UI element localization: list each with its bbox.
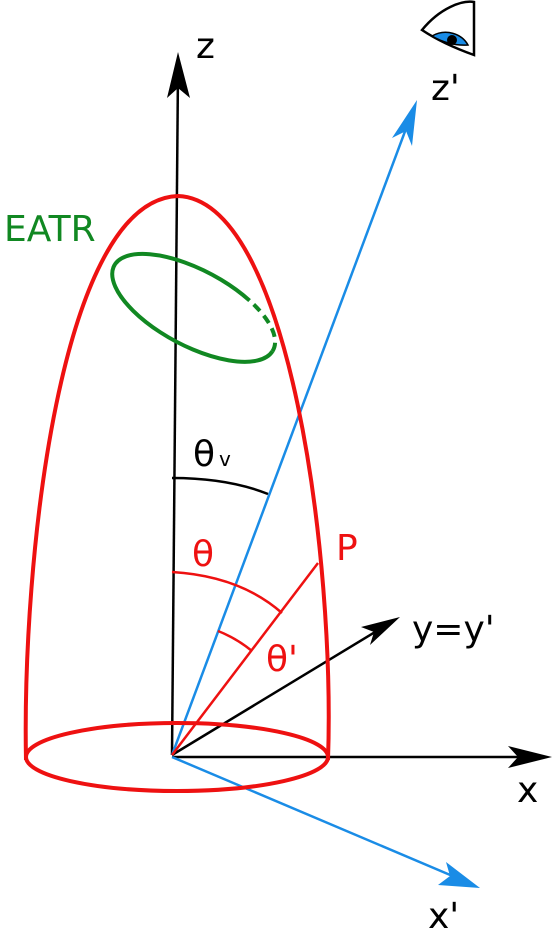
- theta-arc: [171, 570, 283, 614]
- eatr-ellipse: [110, 251, 278, 364]
- z-prime-axis: [170, 100, 417, 756]
- eatr-ellipse-solid: [110, 251, 275, 364]
- x-axis-arrowhead: [508, 746, 552, 768]
- theta-label: θ: [192, 534, 214, 575]
- theta-prime-arc: [217, 629, 253, 652]
- y-axis-arrowhead: [361, 617, 400, 645]
- theta-v-subscript: v: [219, 447, 231, 471]
- theta-v-arc: [171, 476, 269, 496]
- theta-prime-label: θ': [266, 639, 298, 680]
- z-axis-arrowhead: [167, 52, 190, 98]
- y-axis: [171, 617, 400, 757]
- eatr-ellipse-dashed: [248, 299, 278, 353]
- point-p-label: P: [336, 528, 358, 569]
- radial-line-to-p: [171, 562, 319, 756]
- eye-icon: [420, 0, 476, 57]
- z-axis: [167, 52, 190, 756]
- y-axis-label: y=y': [412, 609, 495, 650]
- x-prime-axis: [171, 755, 480, 888]
- x-axis-label: x: [517, 770, 538, 811]
- z-prime-arrowhead: [392, 100, 417, 146]
- x-prime-arrowhead: [438, 862, 480, 888]
- red-bullet-surface: [23, 193, 331, 761]
- theta-v-base: θ: [193, 434, 215, 475]
- z-prime-axis-label: z': [431, 68, 460, 109]
- red-base-ellipse: [24, 721, 330, 793]
- eatr-label: EATR: [4, 209, 96, 250]
- z-axis-label: z: [196, 26, 215, 67]
- x-prime-axis-label: x': [428, 896, 459, 935]
- x-axis: [172, 746, 552, 768]
